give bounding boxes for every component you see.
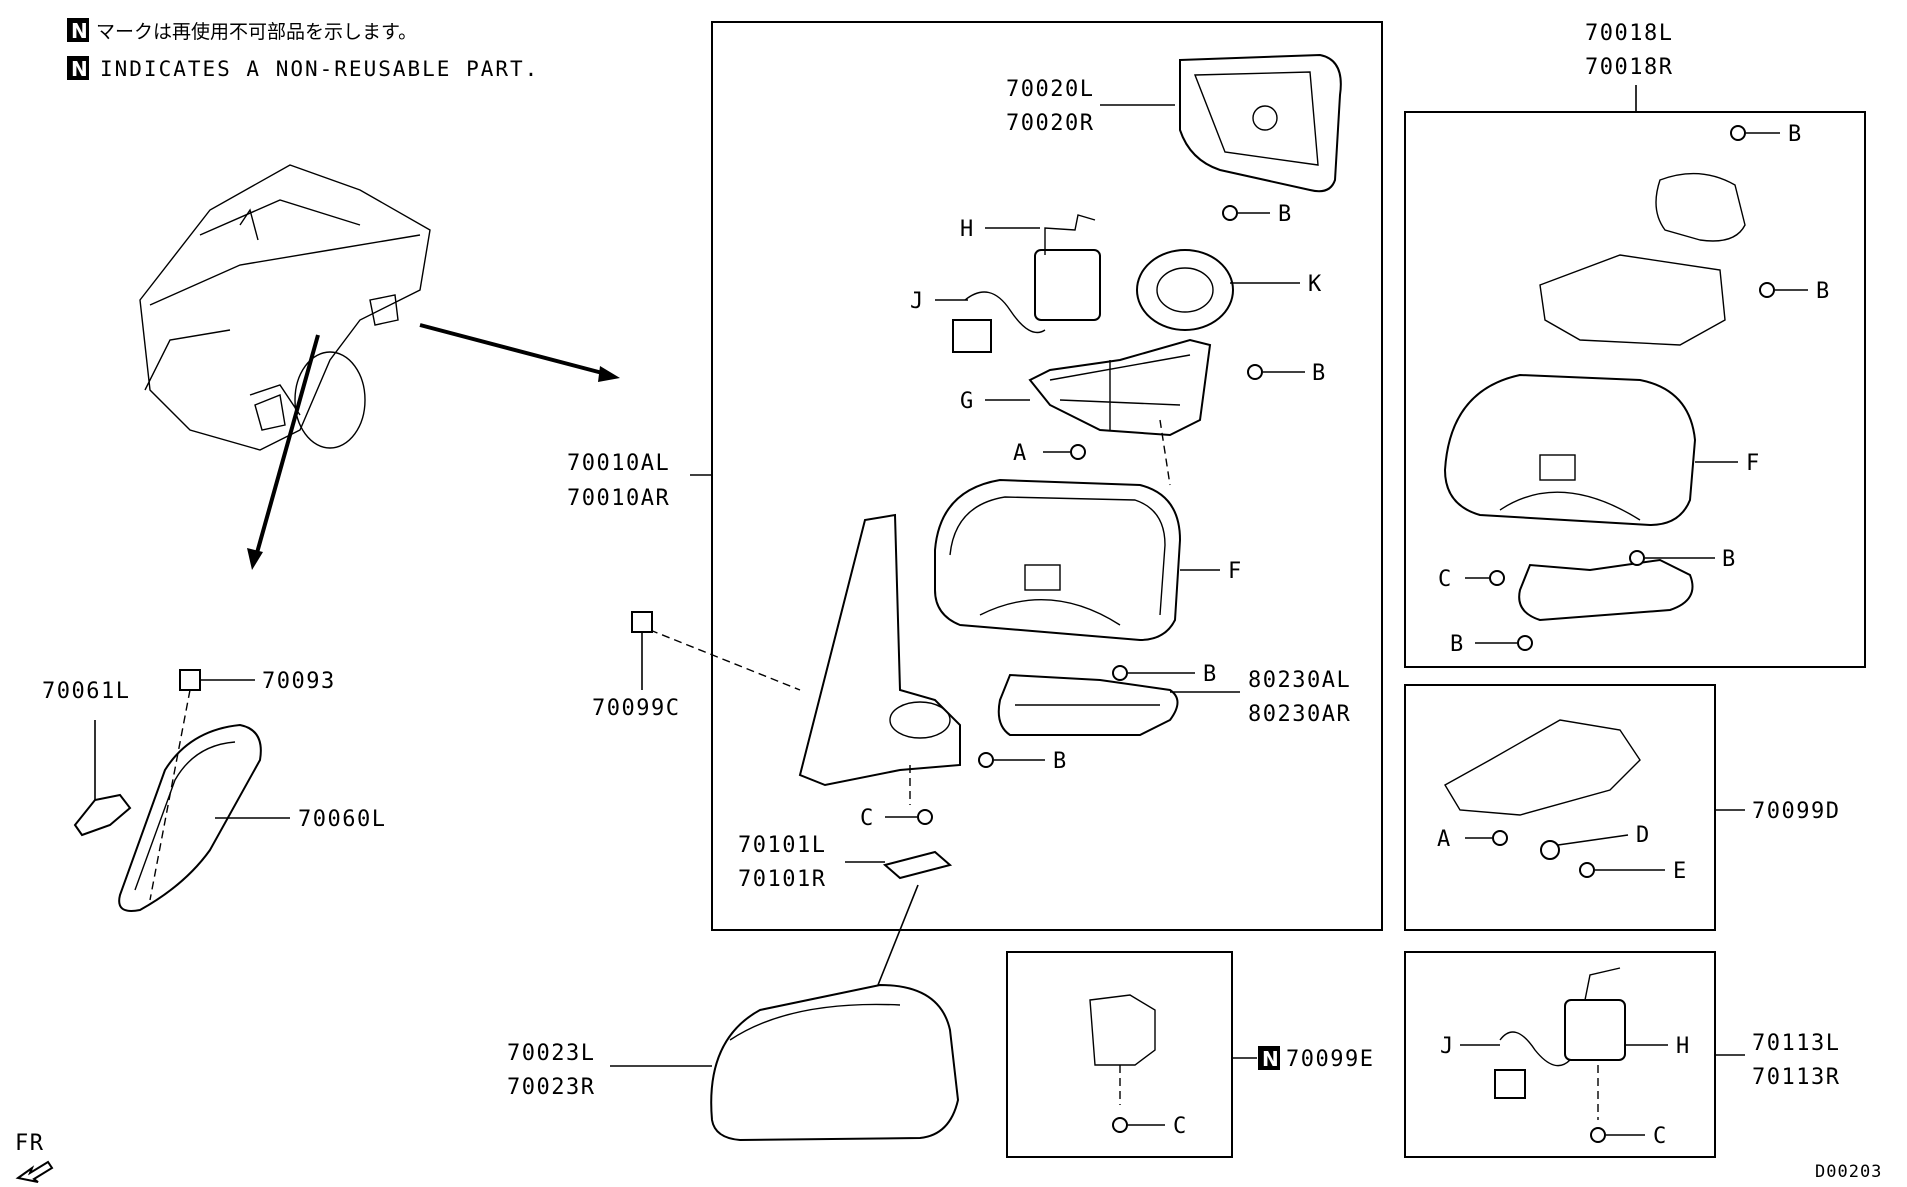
label-B-3: B	[1203, 662, 1218, 687]
label-B-70018-2: B	[1816, 279, 1831, 304]
screw-B-4	[978, 752, 1045, 768]
n-mark: N	[71, 19, 88, 43]
label-70060L: 70060L	[298, 807, 386, 832]
vehicle-illustration	[139, 164, 431, 451]
screw-B-70018-3	[1629, 550, 1715, 566]
screw-A-main	[1043, 444, 1086, 460]
label-J-70113: J	[1440, 1034, 1455, 1059]
label-70061L: 70061L	[42, 679, 130, 704]
label-70099E: 70099E	[1286, 1047, 1374, 1072]
label-70093: 70093	[262, 669, 336, 694]
harness-J	[952, 291, 1046, 353]
screw-B-3	[1112, 665, 1195, 681]
bolt-70099C	[631, 611, 653, 690]
part-70099E	[1089, 994, 1156, 1105]
label-B-70018-4: B	[1450, 632, 1465, 657]
n-mark-2: N	[71, 57, 88, 81]
arrow-to-main	[419, 323, 611, 377]
label-B-1: B	[1278, 202, 1293, 227]
label-C-main: C	[860, 806, 875, 831]
diagram-code: D00203	[1815, 1162, 1882, 1182]
label-70023L: 70023L	[507, 1041, 595, 1066]
label-70010AL: 70010AL	[567, 451, 670, 476]
housing-F-70018	[1443, 373, 1697, 527]
screw-B-1	[1222, 205, 1270, 221]
bracket-G	[1028, 338, 1212, 437]
clip-D	[1540, 834, 1629, 860]
label-B-70018-3: B	[1722, 547, 1737, 572]
label-70020R: 70020R	[1006, 111, 1094, 136]
label-C-70018: C	[1438, 567, 1453, 592]
label-B-70018-1: B	[1788, 122, 1803, 147]
cover-70061L	[73, 793, 132, 837]
label-70023R: 70023R	[507, 1075, 595, 1100]
n-mark-70099E	[1258, 1046, 1280, 1070]
label-F-70018: F	[1746, 451, 1761, 476]
screw-C-main	[885, 765, 933, 825]
screw-A-70099D	[1465, 830, 1508, 846]
label-F-main: F	[1228, 559, 1243, 584]
label-J: J	[910, 289, 925, 314]
label-B-2: B	[1312, 361, 1327, 386]
fr-label: FR	[15, 1131, 45, 1156]
screw-E	[1579, 862, 1665, 878]
label-80230AR: 80230AR	[1248, 702, 1351, 727]
mirror-base	[798, 513, 961, 787]
label-D: D	[1636, 823, 1651, 848]
nut-70093	[149, 669, 255, 901]
label-B-4: B	[1053, 749, 1068, 774]
legend-en-text: INDICATES A NON-REUSABLE PART.	[100, 57, 539, 81]
fr-arrow-icon	[15, 1160, 54, 1183]
mirror-70060L	[118, 723, 262, 912]
plate-70101	[882, 850, 953, 880]
label-H: H	[960, 217, 975, 242]
label-A-70099D: A	[1437, 827, 1452, 852]
housing-F-main	[934, 478, 1182, 642]
bracket-70099D	[1444, 719, 1641, 816]
box-70018	[1404, 111, 1866, 668]
label-70018R: 70018R	[1585, 55, 1673, 80]
label-C-70099E: C	[1173, 1114, 1188, 1139]
label-G: G	[960, 389, 975, 414]
label-70113L: 70113L	[1752, 1031, 1840, 1056]
screw-B-70018-1	[1730, 125, 1780, 141]
screw-B-2	[1247, 364, 1305, 380]
box-70099E	[1006, 951, 1233, 1158]
screw-C-70018	[1465, 570, 1505, 586]
screw-B-70018-2	[1759, 282, 1808, 298]
actuator-70113	[1494, 967, 1626, 1099]
non-reusable-legend: N マークは再使用不可部品を示します。 N INDICATES A NON-RE…	[67, 18, 539, 81]
screw-B-70018-4	[1475, 635, 1533, 651]
n-mark-70099E-text: N	[1262, 1047, 1279, 1071]
label-A-main: A	[1013, 441, 1028, 466]
label-70010AR: 70010AR	[567, 486, 670, 511]
cover-70023	[710, 983, 960, 1142]
actuator-H	[1034, 214, 1101, 321]
label-80230AL: 80230AL	[1248, 668, 1351, 693]
label-C-70113: C	[1653, 1124, 1668, 1149]
label-70018L: 70018L	[1585, 21, 1673, 46]
label-70101R: 70101R	[738, 867, 826, 892]
legend-jp-text: マークは再使用不可部品を示します。	[96, 21, 417, 43]
screw-C-70113	[1590, 1065, 1645, 1143]
box-70099D	[1404, 684, 1716, 931]
label-70099D: 70099D	[1752, 799, 1840, 824]
mirror-glass-70020	[1179, 53, 1342, 193]
arrow-to-70060L	[253, 334, 320, 561]
screw-C-70099E	[1112, 1117, 1165, 1133]
unit-K	[1136, 249, 1234, 331]
label-70099C: 70099C	[592, 696, 680, 721]
main-assembly-frame	[711, 21, 1383, 931]
turn-signal-80230	[997, 673, 1179, 736]
label-70101L: 70101L	[738, 833, 826, 858]
label-H-70113: H	[1676, 1034, 1691, 1059]
trim-70018	[1518, 558, 1694, 622]
glass-70018	[1539, 172, 1746, 346]
label-E: E	[1673, 859, 1688, 884]
label-K: K	[1308, 272, 1323, 297]
label-70020L: 70020L	[1006, 77, 1094, 102]
label-70113R: 70113R	[1752, 1065, 1840, 1090]
